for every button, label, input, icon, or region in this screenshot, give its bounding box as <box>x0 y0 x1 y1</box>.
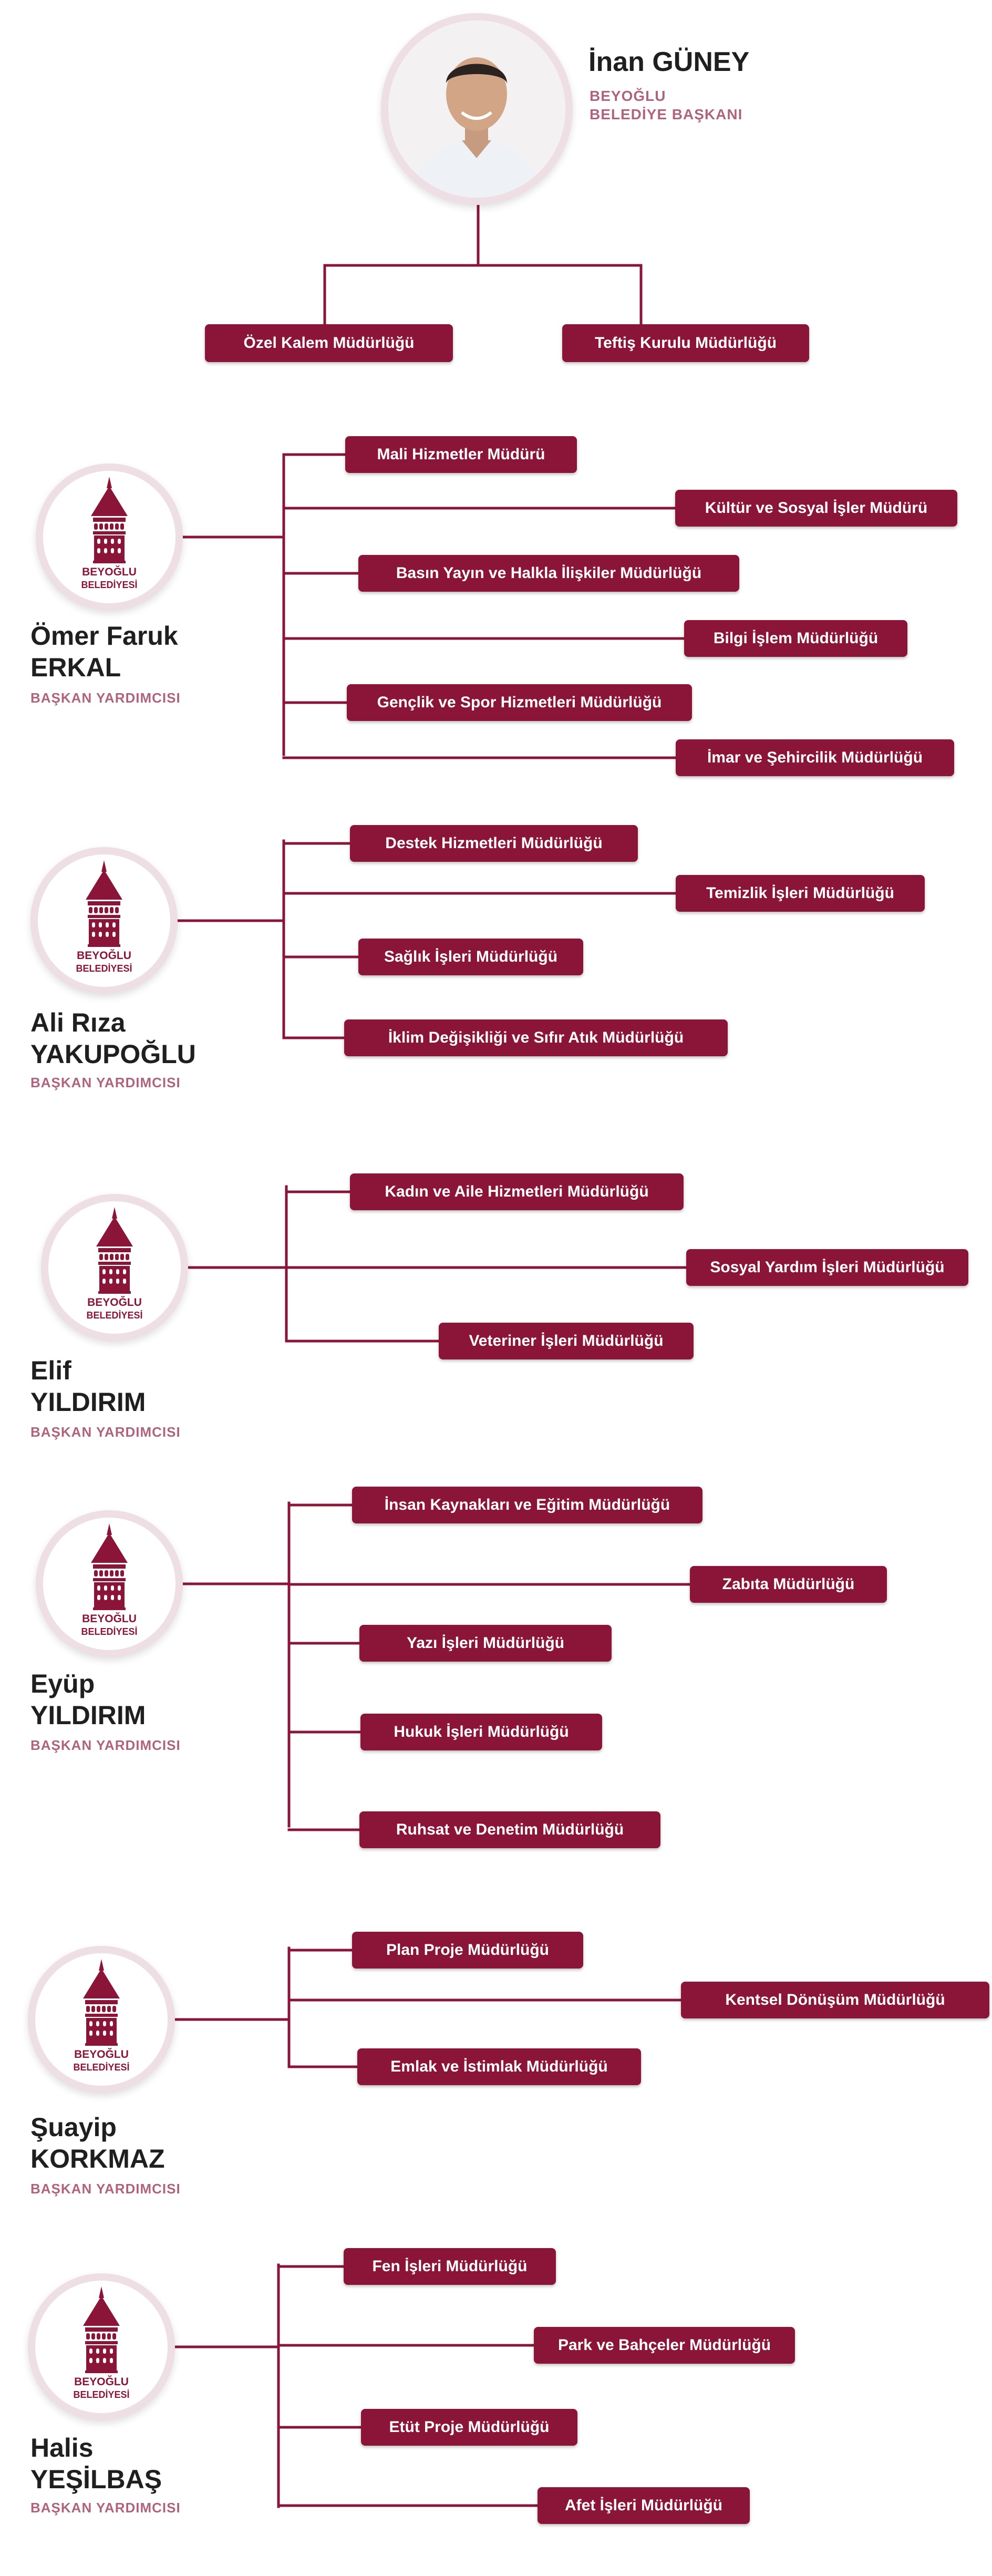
deputy-2-first-name: Elif <box>30 1356 71 1385</box>
beyoglu-galata-tower-logo-icon: BEYOĞLU BELEDİYESİ <box>86 1207 143 1321</box>
unit-box-0-5[interactable]: İmar ve Şehircilik Müdürlüğü <box>676 739 954 776</box>
deputy-0-first-name: Ömer Faruk <box>30 621 178 651</box>
mayor-role-line2: BELEDİYE BAŞKANI <box>590 106 743 122</box>
logo-text-line2: BELEDİYESİ <box>81 1626 137 1637</box>
unit-box-3-4[interactable]: Ruhsat ve Denetim Müdürlüğü <box>359 1811 660 1848</box>
person-avatar-icon <box>388 20 565 198</box>
unit-box-5-2[interactable]: Etüt Proje Müdürlüğü <box>361 2409 577 2446</box>
logo-text-line1: BEYOĞLU <box>87 1296 142 1308</box>
unit-box-1-0[interactable]: Destek Hizmetleri Müdürlüğü <box>350 825 638 862</box>
deputy-3-role: BAŞKAN YARDIMCISI <box>30 1737 181 1753</box>
deputy-4-role: BAŞKAN YARDIMCISI <box>30 2181 181 2197</box>
deputy-1-role: BAŞKAN YARDIMCISI <box>30 1075 181 1090</box>
unit-box-5-3[interactable]: Afet İşleri Müdürlüğü <box>538 2487 750 2524</box>
mayor-photo <box>381 13 573 205</box>
deputy-0-last-name: ERKAL <box>30 653 121 682</box>
logo-text-line2: BELEDİYESİ <box>73 2389 129 2400</box>
mayor-role-line1: BEYOĞLU <box>590 88 666 104</box>
beyoglu-galata-tower-logo-icon: BEYOĞLU BELEDİYESİ <box>73 1959 130 2073</box>
deputy-2-last-name: YILDIRIM <box>30 1387 146 1417</box>
deputy-5-role: BAŞKAN YARDIMCISI <box>30 2500 181 2516</box>
deputy-5-last-name: YEŞİLBAŞ <box>30 2465 162 2494</box>
deputy-0-role: BAŞKAN YARDIMCISI <box>30 690 181 706</box>
unit-box-4-0[interactable]: Plan Proje Müdürlüğü <box>352 1932 583 1969</box>
unit-box-4-1[interactable]: Kentsel Dönüşüm Müdürlüğü <box>681 1982 989 2018</box>
deputy-3-first-name: Eyüp <box>30 1669 95 1698</box>
office-box-teftis-kurulu[interactable]: Teftiş Kurulu Müdürlüğü <box>562 324 809 362</box>
logo-text-line1: BEYOĞLU <box>74 2375 129 2388</box>
unit-box-3-0[interactable]: İnsan Kaynakları ve Eğitim Müdürlüğü <box>352 1487 702 1523</box>
deputy-2-role: BAŞKAN YARDIMCISI <box>30 1424 181 1440</box>
unit-box-0-4[interactable]: Gençlik ve Spor Hizmetleri Müdürlüğü <box>347 684 692 721</box>
unit-box-0-2[interactable]: Basın Yayın ve Halkla İlişkiler Müdürlüğ… <box>358 555 739 592</box>
unit-box-0-3[interactable]: Bilgi İşlem Müdürlüğü <box>684 620 907 657</box>
unit-box-3-1[interactable]: Zabıta Müdürlüğü <box>690 1566 887 1603</box>
logo-text-line1: BEYOĞLU <box>77 949 131 962</box>
logo-text-line1: BEYOĞLU <box>74 2048 129 2060</box>
deputy-4-first-name: Şuayip <box>30 2113 117 2142</box>
logo-text-line1: BEYOĞLU <box>82 1612 137 1625</box>
unit-box-5-1[interactable]: Park ve Bahçeler Müdürlüğü <box>534 2327 795 2364</box>
office-box-ozel-kalem[interactable]: Özel Kalem Müdürlüğü <box>205 324 453 362</box>
deputy-4-last-name: KORKMAZ <box>30 2144 165 2173</box>
logo-text-line2: BELEDİYESİ <box>81 580 137 590</box>
logo-text-line2: BELEDİYESİ <box>86 1310 142 1321</box>
logo-text-line1: BEYOĞLU <box>82 565 137 578</box>
deputy-1-last-name: YAKUPOĞLU <box>30 1039 196 1069</box>
deputy-5-first-name: Halis <box>30 2433 94 2462</box>
mayor-name: İnan GÜNEY <box>588 47 750 77</box>
unit-box-1-2[interactable]: Sağlık İşleri Müdürlüğü <box>358 939 583 975</box>
unit-box-2-0[interactable]: Kadın ve Aile Hizmetleri Müdürlüğü <box>350 1173 684 1210</box>
unit-box-4-2[interactable]: Emlak ve İstimlak Müdürlüğü <box>357 2048 641 2085</box>
unit-box-0-0[interactable]: Mali Hizmetler Müdürü <box>345 436 577 473</box>
unit-box-1-1[interactable]: Temizlik İşleri Müdürlüğü <box>676 875 925 912</box>
unit-box-3-3[interactable]: Hukuk İşleri Müdürlüğü <box>360 1714 602 1750</box>
deputy-3-last-name: YILDIRIM <box>30 1701 146 1730</box>
unit-box-0-1[interactable]: Kültür ve Sosyal İşler Müdürü <box>675 490 957 527</box>
logo-text-line2: BELEDİYESİ <box>76 963 132 974</box>
unit-box-3-2[interactable]: Yazı İşleri Müdürlüğü <box>359 1625 612 1662</box>
logo-text-line2: BELEDİYESİ <box>73 2062 129 2073</box>
deputy-1-first-name: Ali Rıza <box>30 1008 126 1037</box>
unit-box-1-3[interactable]: İklim Değişikliği ve Sıfır Atık Müdürlüğ… <box>344 1019 728 1056</box>
unit-box-5-0[interactable]: Fen İşleri Müdürlüğü <box>344 2248 556 2285</box>
unit-box-2-1[interactable]: Sosyal Yardım İşleri Müdürlüğü <box>686 1249 968 1286</box>
unit-box-2-2[interactable]: Veteriner İşleri Müdürlüğü <box>439 1323 694 1359</box>
beyoglu-galata-tower-logo-icon: BEYOĞLU BELEDİYESİ <box>81 477 138 590</box>
